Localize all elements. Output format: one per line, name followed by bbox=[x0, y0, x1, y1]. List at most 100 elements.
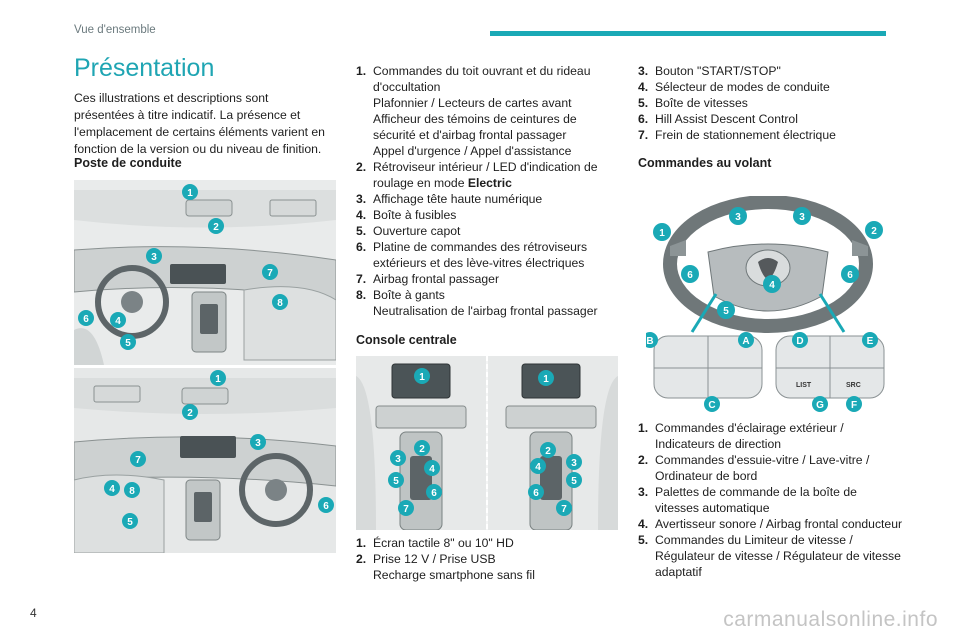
svg-text:7: 7 bbox=[135, 455, 141, 466]
callout-marker: 1 bbox=[414, 368, 430, 384]
list-volant: 1. Commandes d'éclairage extérieur / Ind… bbox=[638, 420, 908, 580]
callouts-console-left: 1 2 3 4 5 6 7 bbox=[388, 368, 442, 516]
list-item: 8. Boîte à gants Neutralisation de l'air… bbox=[356, 288, 598, 318]
callout-marker: 6 bbox=[841, 265, 859, 283]
section-heading: Poste de conduite bbox=[74, 156, 182, 170]
callout-marker: 6 bbox=[78, 310, 94, 326]
svg-text:8: 8 bbox=[277, 298, 283, 309]
callouts-dashboard-bottom: 1 2 3 7 4 8 6 5 bbox=[104, 370, 334, 529]
svg-text:5: 5 bbox=[393, 476, 399, 487]
section-heading: Commandes au volant bbox=[638, 156, 772, 170]
callout-marker: 6 bbox=[318, 497, 334, 513]
svg-text:F: F bbox=[851, 400, 857, 411]
callout-marker: 1 bbox=[538, 370, 554, 386]
svg-text:3: 3 bbox=[799, 212, 805, 223]
callout-marker: 5 bbox=[566, 472, 582, 488]
watermark: carmanualsonline.info bbox=[723, 608, 938, 631]
callout-marker: 4 bbox=[424, 460, 440, 476]
svg-text:3: 3 bbox=[735, 212, 741, 223]
callout-marker: 3 bbox=[793, 207, 811, 225]
list-item: 5.Boîte de vitesses bbox=[638, 96, 748, 110]
svg-text:5: 5 bbox=[571, 476, 577, 487]
pad-label-list: LIST bbox=[796, 382, 812, 389]
svg-text:2: 2 bbox=[419, 444, 425, 455]
callout-marker: 7 bbox=[398, 500, 414, 516]
svg-text:6: 6 bbox=[847, 270, 853, 281]
svg-text:G: G bbox=[816, 400, 824, 411]
callouts-steering-wheel: 1 2 3 3 6 6 4 5 A B C D E F G bbox=[646, 207, 883, 412]
callout-marker: 7 bbox=[130, 451, 146, 467]
svg-text:7: 7 bbox=[403, 504, 409, 515]
callout-marker: A bbox=[738, 332, 754, 348]
svg-text:C: C bbox=[708, 400, 715, 411]
page-title: Présentation bbox=[74, 54, 215, 82]
console-illustration: 1 2 3 4 5 6 7 1 2 3 4 5 6 7 bbox=[356, 356, 618, 530]
callout-marker: 1 bbox=[210, 370, 226, 386]
svg-text:7: 7 bbox=[561, 504, 567, 515]
callout-marker: 6 bbox=[528, 484, 544, 500]
callout-marker: 4 bbox=[104, 480, 120, 496]
callout-marker: 4 bbox=[110, 312, 126, 328]
svg-text:6: 6 bbox=[687, 270, 693, 281]
callout-marker: C bbox=[704, 396, 720, 412]
section-volant: Commandes au volant bbox=[638, 156, 771, 170]
svg-text:5: 5 bbox=[723, 306, 729, 317]
page-number: 4 bbox=[30, 606, 37, 620]
dashboard-illustration: 1 2 3 7 8 6 4 5 1 2 3 7 4 8 6 5 bbox=[74, 180, 336, 553]
list-item: 6.Hill Assist Descent Control bbox=[638, 112, 798, 126]
callout-marker: F bbox=[846, 396, 862, 412]
callout-marker: 8 bbox=[124, 482, 140, 498]
callout-marker: 2 bbox=[414, 440, 430, 456]
callout-marker: 3 bbox=[390, 450, 406, 466]
callouts-dashboard-top: 1 2 3 7 8 6 4 5 bbox=[78, 184, 288, 350]
header-accent-bar bbox=[490, 31, 886, 36]
callout-marker: 1 bbox=[653, 223, 671, 241]
callouts-console-right: 1 2 3 4 5 6 7 bbox=[528, 370, 582, 516]
callout-marker: 1 bbox=[182, 184, 198, 200]
list-console: 1.Écran tactile 8" ou 10" HD 2. Prise 12… bbox=[356, 535, 616, 583]
callout-marker: 4 bbox=[530, 458, 546, 474]
svg-text:1: 1 bbox=[659, 228, 665, 239]
svg-text:6: 6 bbox=[431, 488, 437, 499]
callout-marker: B bbox=[646, 332, 658, 348]
list-item: 3. Palettes de commande de la boîte de v… bbox=[638, 485, 857, 515]
figure-dashboard: 1 2 3 7 8 6 4 5 1 2 3 7 4 8 6 5 bbox=[74, 180, 336, 553]
list-item: 3.Affichage tête haute numérique bbox=[356, 192, 543, 206]
callout-marker: 2 bbox=[208, 218, 224, 234]
svg-text:4: 4 bbox=[769, 280, 775, 291]
figure-steering-wheel: LIST SRC 1 2 3 3 6 6 4 5 A B C D E F G bbox=[646, 196, 892, 414]
svg-text:3: 3 bbox=[395, 454, 401, 465]
list-item: 1. Commandes d'éclairage extérieur / Ind… bbox=[638, 421, 844, 451]
svg-text:6: 6 bbox=[83, 314, 89, 325]
svg-text:D: D bbox=[796, 336, 803, 347]
svg-text:A: A bbox=[742, 336, 749, 347]
svg-text:1: 1 bbox=[543, 374, 549, 385]
list-item: 7.Airbag frontal passager bbox=[356, 272, 500, 286]
steering-wheel-illustration: LIST SRC 1 2 3 3 6 6 4 5 A B C D E F G bbox=[646, 196, 885, 412]
svg-text:8: 8 bbox=[129, 486, 135, 497]
svg-text:2: 2 bbox=[545, 446, 551, 457]
callout-marker: 5 bbox=[388, 472, 404, 488]
callout-marker: 2 bbox=[182, 404, 198, 420]
list-console-cont: 3.Bouton "START/STOP" 4.Sélecteur de mod… bbox=[638, 63, 898, 143]
svg-text:6: 6 bbox=[323, 501, 329, 512]
svg-text:5: 5 bbox=[127, 517, 133, 528]
list-item: 4.Boîte à fusibles bbox=[356, 208, 457, 222]
list-item: 2. Commandes d'essuie-vitre / Lave-vitre… bbox=[638, 453, 870, 483]
svg-text:4: 4 bbox=[429, 464, 435, 475]
list-item: 5. Commandes du Limiteur de vitesse / Ré… bbox=[638, 533, 901, 579]
svg-text:B: B bbox=[646, 336, 653, 347]
callout-marker: G bbox=[812, 396, 828, 412]
svg-text:3: 3 bbox=[571, 458, 577, 469]
callout-marker: 3 bbox=[146, 248, 162, 264]
list-item: 2. Prise 12 V / Prise USB Recharge smart… bbox=[356, 552, 535, 582]
figure-console: 1 2 3 4 5 6 7 1 2 3 4 5 6 7 bbox=[356, 356, 618, 530]
callout-marker: 6 bbox=[681, 265, 699, 283]
svg-text:2: 2 bbox=[187, 408, 193, 419]
callout-marker: 5 bbox=[120, 334, 136, 350]
list-item: 4.Avertisseur sonore / Airbag frontal co… bbox=[638, 517, 903, 531]
list-item: 3.Bouton "START/STOP" bbox=[638, 64, 781, 78]
callout-marker: 7 bbox=[262, 264, 278, 280]
svg-text:3: 3 bbox=[151, 252, 157, 263]
callout-marker: 2 bbox=[540, 442, 556, 458]
